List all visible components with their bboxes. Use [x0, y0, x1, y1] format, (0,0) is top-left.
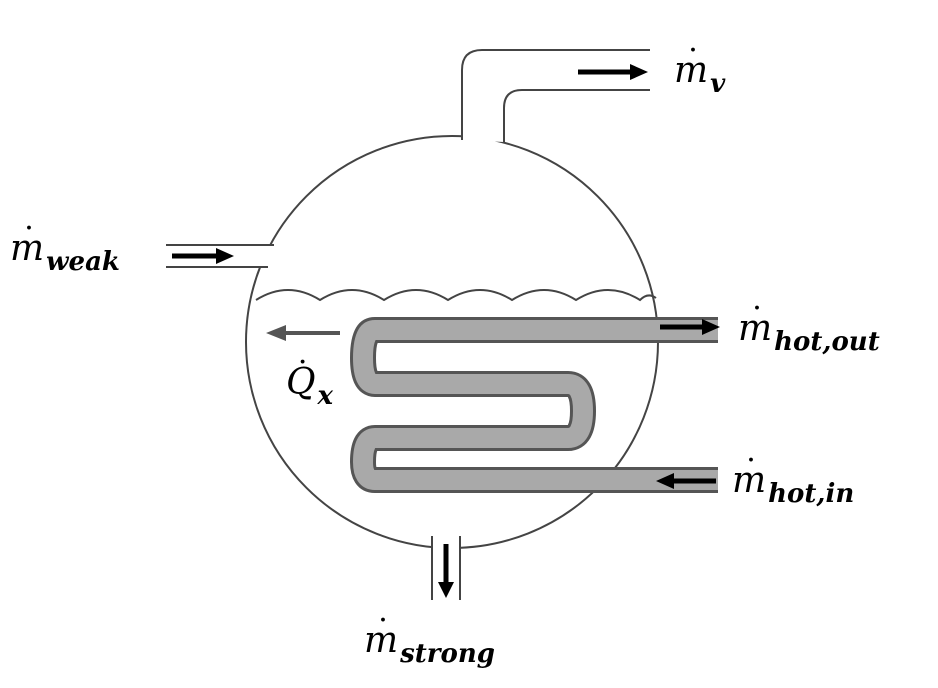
strong-outlet-pipe — [431, 536, 461, 600]
arrow-weak-in — [172, 248, 234, 264]
label-q-x: Q·x — [286, 345, 334, 412]
label-m-v: m·v — [674, 33, 726, 100]
label-m-hot-out: m·hot,out — [738, 291, 880, 358]
arrow-vapor-out — [578, 64, 648, 80]
arrow-heat-transfer — [266, 325, 340, 341]
vapor-outlet-pipe-fill — [462, 50, 650, 142]
vapor-outlet-pipe — [461, 49, 650, 142]
weak-inlet-pipe — [166, 244, 274, 268]
label-m-hot-in: m·hot,in — [732, 443, 855, 510]
heating-coil — [353, 320, 718, 490]
arrow-hot-out — [660, 319, 720, 335]
arrow-hot-in — [656, 473, 716, 489]
label-m-strong: m·strong — [364, 603, 495, 670]
liquid-surface — [255, 289, 657, 302]
label-m-weak: m·weak — [10, 211, 120, 278]
arrow-strong-out — [438, 544, 454, 598]
